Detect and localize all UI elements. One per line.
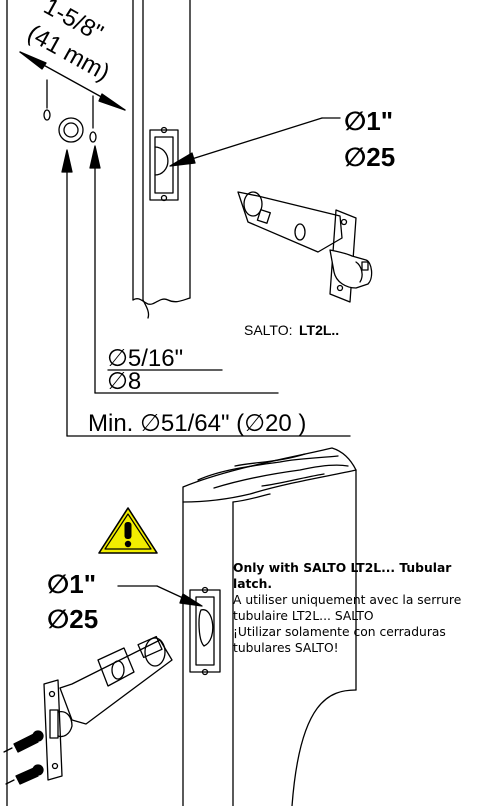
top-dimension-labels: 1-5/8" (41 mm) ∅1" ∅25 ∅5/16" ∅8 Min. ∅5… — [23, 0, 395, 437]
tubular-latch-icon — [237, 191, 373, 303]
bore-hole-pattern — [43, 109, 97, 143]
tubular-latch-icon — [43, 635, 173, 781]
min-bore: Min. ∅51/64" (∅20 ) — [88, 410, 306, 437]
note-english: Only with SALTO LT2L... Tubular latch. — [233, 561, 452, 591]
wood-screw-icon — [5, 764, 44, 785]
latch-bore-mm: ∅25 — [344, 142, 395, 172]
note-french: A utiliser uniquement avec la serrure tu… — [233, 593, 462, 623]
warning-icon — [98, 507, 158, 554]
bottom-latch-bore-mm: ∅25 — [47, 604, 98, 634]
compatibility-note: Only with SALTO LT2L... Tubular latch. A… — [233, 560, 483, 656]
bottom-latch-bore-inch: ∅1" — [47, 569, 96, 599]
bottom-dimension-labels: ∅1" ∅25 — [47, 569, 98, 634]
note-spanish: ¡Utilizar solamente con cerraduras tubul… — [233, 625, 446, 655]
screw-hole-inch: ∅5/16" — [107, 345, 183, 372]
screw-hole-mm: ∅8 — [107, 368, 141, 395]
latch-label: SALTO: LT2L.. — [244, 322, 339, 338]
latch-bore-inch: ∅1" — [344, 106, 393, 136]
latch-label-model: LT2L.. — [299, 322, 339, 338]
door-edge-icon — [182, 447, 357, 806]
latch-label-prefix: SALTO: — [244, 322, 293, 338]
wood-screw-icon — [3, 730, 44, 753]
